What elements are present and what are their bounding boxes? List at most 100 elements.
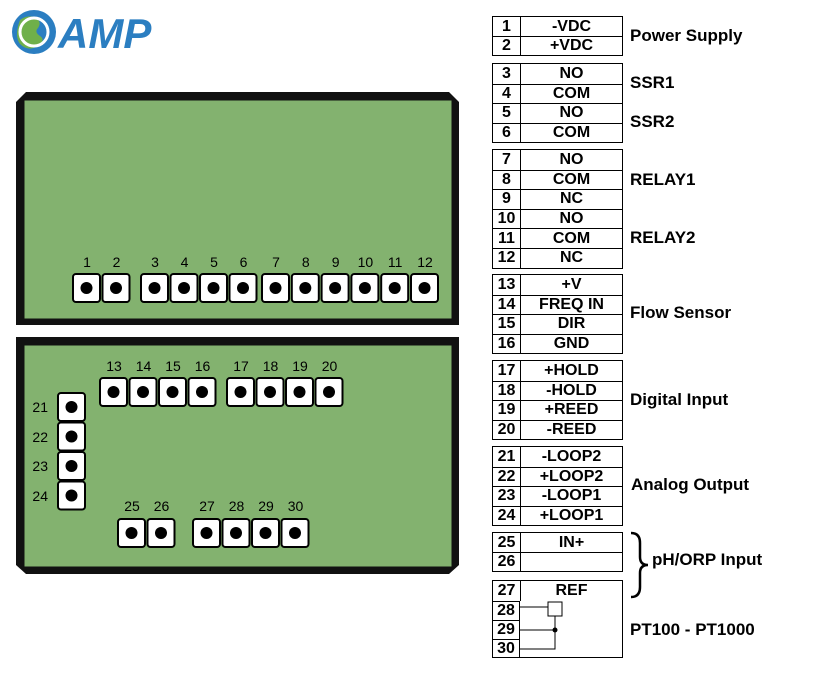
pin-number: 18 [493, 381, 521, 400]
terminal-number-label: 5 [210, 254, 218, 270]
table-row: 24+LOOP1 [493, 505, 622, 525]
table-row: 26 [493, 552, 622, 571]
terminal-number-label: 18 [262, 358, 279, 374]
group-digital-input: 17 +HOLD 18-HOLD 19 +REED 20-REED [492, 360, 623, 440]
pin-number: 19 [493, 401, 521, 420]
pin-number: 9 [493, 190, 521, 209]
pin-number: 29 [493, 620, 520, 639]
terminal-number-label: 30 [287, 498, 304, 514]
screw-head-25 [125, 527, 138, 539]
brand-name: AMP [57, 10, 152, 57]
terminal-number-label: 8 [301, 254, 310, 270]
signal-name: COM [552, 123, 591, 141]
signal-name: +HOLD [544, 361, 599, 379]
group-analog-output: 21-LOOP2 22+LOOP2 23-LOOP1 24+LOOP1 [492, 446, 623, 526]
label-digital-input: Digital Input [630, 390, 729, 409]
table-row: 25 IN+ [493, 533, 622, 552]
table-row: 2 +VDC [493, 36, 622, 55]
screw-head-8 [299, 282, 312, 294]
pin-number: 3 [493, 64, 521, 84]
brace-icon [630, 531, 649, 599]
screw-head-16 [196, 386, 208, 398]
terminal-number-label: 1 [83, 254, 91, 270]
pin-number: 14 [493, 295, 521, 314]
signal-name: -LOOP2 [541, 447, 602, 465]
screw-head-17 [234, 386, 247, 398]
signal-name: REF [555, 582, 588, 599]
terminal-panels [16, 92, 459, 574]
pin-number: 6 [493, 123, 521, 142]
screw-head-14 [137, 386, 149, 398]
pin-number: 10 [493, 209, 521, 229]
pin-number: 1 [493, 17, 521, 36]
screw-head-13 [107, 386, 120, 398]
table-row: 17 +HOLD [493, 361, 622, 381]
pin-number: 2 [493, 37, 521, 55]
amp-logo: AMP [12, 10, 152, 57]
pin-number: 21 [493, 447, 521, 467]
terminal-number-label: 13 [106, 358, 122, 374]
pin-number: 16 [493, 334, 521, 353]
pin-number: 11 [493, 229, 521, 248]
table-row: 3 NO [493, 64, 622, 84]
label-ssr1: SSR1 [630, 73, 675, 92]
signal-name: -LOOP1 [541, 487, 602, 505]
pin-number: 26 [493, 553, 521, 571]
label-power-supply: Power Supply [630, 26, 743, 45]
terminal-number-label: 25 [124, 498, 140, 514]
signal-name: +VDC [549, 37, 594, 54]
table-row: 8 COM [493, 169, 622, 190]
label-pt100-pt1000: PT100 - PT1000 [630, 620, 755, 639]
table-row: 18-HOLD [493, 380, 622, 400]
signal-name: GND [553, 334, 590, 352]
screw-head-18 [264, 386, 276, 398]
screw-head-28 [230, 527, 242, 539]
screw-head-9 [329, 282, 342, 294]
terminal-number-label: 21 [32, 399, 48, 415]
terminal-number-label: 19 [292, 358, 308, 374]
pin-number: 15 [493, 315, 521, 334]
signal-name: COM [552, 170, 591, 188]
label-relay1: RELAY1 [630, 170, 696, 189]
pin-number: 5 [493, 104, 521, 123]
terminal-number-label: 14 [135, 358, 152, 374]
pin-number: 4 [493, 84, 521, 103]
table-row: 1-VDC [493, 17, 622, 36]
terminal-number-label: 9 [331, 254, 340, 270]
pin-number: 8 [493, 170, 521, 190]
screw-head-1 [80, 282, 93, 294]
signal-name: +V [561, 275, 582, 293]
screw-head-26 [155, 527, 167, 539]
pin-number: 7 [493, 150, 521, 170]
signal-name [521, 553, 622, 571]
table-row: 6 COM [493, 122, 622, 142]
terminal-number-label: 2 [112, 254, 121, 270]
table-row: 20-REED [493, 419, 622, 439]
rtd-wiring-icon [520, 601, 563, 650]
terminal-number-label: 20 [321, 358, 338, 374]
terminal-number-label: 16 [194, 358, 211, 374]
signal-name: COM [552, 84, 591, 102]
signal-name: NO [559, 64, 584, 82]
label-flow-sensor: Flow Sensor [630, 303, 732, 322]
label-analog-output: Analog Output [631, 475, 750, 494]
signal-name: NC [559, 249, 584, 267]
pin-number: 25 [493, 533, 521, 552]
pin-number: 17 [493, 361, 521, 381]
pin-number: 22 [493, 467, 521, 486]
terminal-number-label: 22 [32, 428, 48, 445]
terminal-number-label: 12 [417, 254, 433, 270]
signal-name: +REED [544, 401, 599, 419]
terminal-number-label: 3 [151, 254, 159, 270]
signal-name: IN+ [558, 533, 585, 551]
terminal-number-label: 7 [272, 254, 280, 270]
